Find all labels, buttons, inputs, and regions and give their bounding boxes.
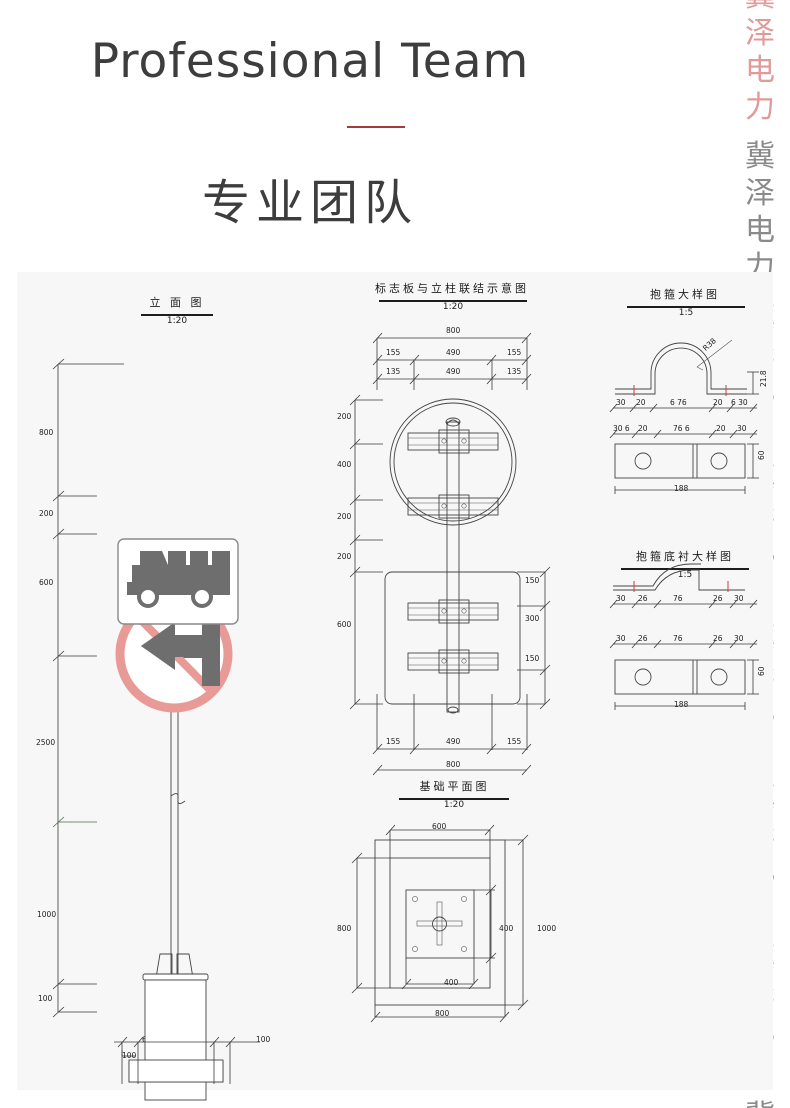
foundation-dim-400-h: 400 — [444, 978, 459, 987]
connection-scale: 1:20 — [442, 302, 464, 312]
clamp-dim-76: 6 76 — [670, 398, 687, 407]
clamp-plate-width: 188 — [674, 484, 689, 493]
connection-dim-155-left: 155 — [386, 348, 401, 357]
liner-dim2-76: 76 — [673, 634, 683, 643]
elevation-title: 立 面 图 — [149, 296, 205, 309]
foundation-dim-1000: 1000 — [537, 924, 557, 933]
liner-dim-26-r: 26 — [713, 594, 723, 603]
connection-dim-200-b: 200 — [337, 512, 352, 521]
elevation-bottom-dim-100-right: 100 — [256, 1035, 271, 1044]
connection-dim-155-right: 155 — [507, 348, 522, 357]
page-header: Professional Team 专业团队 — [0, 0, 790, 272]
clamp-dim2-30-r: 30 — [737, 424, 747, 433]
connection-dim-150-top: 150 — [525, 576, 540, 585]
page-title-chinese: 专业团队 — [201, 175, 418, 231]
clamp-title: 抱箍大样图 — [650, 288, 720, 301]
foundation-dim-800-bottom: 800 — [435, 1009, 450, 1018]
liner-dim-26-l: 26 — [638, 594, 648, 603]
clamp-dim2-30-l: 30 6 — [613, 424, 630, 433]
drawing-elevation: 立 面 图 1:20 800 200 600 2500 1000 100 600… — [17, 272, 317, 1101]
elevation-dim-600: 600 — [39, 578, 54, 587]
liner-dim-76: 76 — [673, 594, 683, 603]
clamp-geometry — [609, 339, 759, 494]
liner-dim2-30-l: 30 — [616, 634, 626, 643]
liner-dim2-26-r: 26 — [713, 634, 723, 643]
connection-dim-600: 600 — [337, 620, 352, 629]
liner-dim2-26-l: 26 — [638, 634, 648, 643]
connection-dim-135-right: 135 — [507, 367, 522, 376]
watermark-text: 冀 泽 电 力 — [730, 1098, 790, 1108]
drawing-foundation-plan: 基础平面图 1:20 600 800 1000 400 400 800 — [317, 772, 597, 1090]
drawing-clamp-detail: 抱箍大样图 1:5 R38 21.8 30 20 6 76 20 6 30 30… — [597, 272, 773, 532]
elevation-geometry — [52, 358, 260, 1101]
elevation-dim-100: 100 — [38, 994, 53, 1003]
connection-geometry — [349, 332, 551, 776]
connection-title: 标志板与立柱联结示意图 — [375, 282, 529, 295]
foundation-dim-600: 600 — [432, 822, 447, 831]
connection-dim-200-c: 200 — [337, 552, 352, 561]
clamp-scale: 1:5 — [678, 308, 694, 318]
foundation-geometry — [351, 824, 529, 1023]
elevation-dim-200: 200 — [39, 509, 54, 518]
connection-dim-150-bottom: 150 — [525, 654, 540, 663]
clamp-title-rule — [627, 306, 745, 308]
liner-title-rule — [621, 568, 749, 570]
foundation-dim-800-left: 800 — [337, 924, 352, 933]
clamp-dim-30-r: 6 30 — [731, 398, 748, 407]
connection-bottom-490: 490 — [446, 737, 461, 746]
elevation-scale: 1:20 — [166, 316, 188, 326]
liner-plate-width: 188 — [674, 700, 689, 709]
connection-dim-300: 300 — [525, 614, 540, 623]
connection-dim-400: 400 — [337, 460, 352, 469]
foundation-title: 基础平面图 — [419, 780, 490, 793]
liner-dim-30-r: 30 — [734, 594, 744, 603]
drawing-clamp-liner-detail: 抱箍底衬大样图 1:5 30 26 76 26 30 30 26 76 26 3… — [597, 534, 773, 784]
foundation-scale: 1:20 — [443, 800, 465, 810]
elevation-title-rule — [141, 314, 213, 316]
foundation-dim-400-v: 400 — [499, 924, 514, 933]
connection-dim-490-second: 490 — [446, 367, 461, 376]
clamp-dim2-20-l: 20 — [638, 424, 648, 433]
clamp-dim-30-l: 30 — [616, 398, 626, 407]
liner-scale: 1:5 — [677, 570, 693, 580]
connection-dim-490-top: 490 — [446, 348, 461, 357]
connection-dim-200-a: 200 — [337, 412, 352, 421]
page-title-english: Professional Team — [90, 34, 530, 89]
clamp-dim-20-l: 20 — [636, 398, 646, 407]
elevation-dim-1000: 1000 — [37, 910, 57, 919]
elevation-dim-2500: 2500 — [36, 738, 56, 747]
technical-drawing-panel: 立 面 图 1:20 800 200 600 2500 1000 100 600… — [17, 272, 773, 1101]
connection-dim-800-top: 800 — [446, 326, 461, 335]
clamp-dim2-20-r: 20 — [716, 424, 726, 433]
clamp-dim-20-r: 20 — [713, 398, 723, 407]
connection-bottom-800: 800 — [446, 760, 461, 769]
clamp-dim2-76: 76 6 — [673, 424, 690, 433]
connection-dim-135-left: 135 — [386, 367, 401, 376]
liner-title: 抱箍底衬大样图 — [636, 550, 734, 563]
liner-dim2-30-r: 30 — [734, 634, 744, 643]
title-divider — [347, 126, 405, 128]
elevation-dim-800: 800 — [39, 428, 54, 437]
connection-title-rule — [379, 300, 527, 302]
elevation-bottom-dim-100-left: 100 — [122, 1051, 137, 1060]
drawing-sign-post-connection: 标志板与立柱联结示意图 1:20 800 155 490 155 135 490… — [317, 272, 597, 792]
liner-dim-30-l: 30 — [616, 594, 626, 603]
liner-geometry — [609, 563, 759, 710]
connection-bottom-155-right: 155 — [507, 737, 522, 746]
foundation-title-rule — [399, 798, 509, 800]
connection-bottom-155-left: 155 — [386, 737, 401, 746]
